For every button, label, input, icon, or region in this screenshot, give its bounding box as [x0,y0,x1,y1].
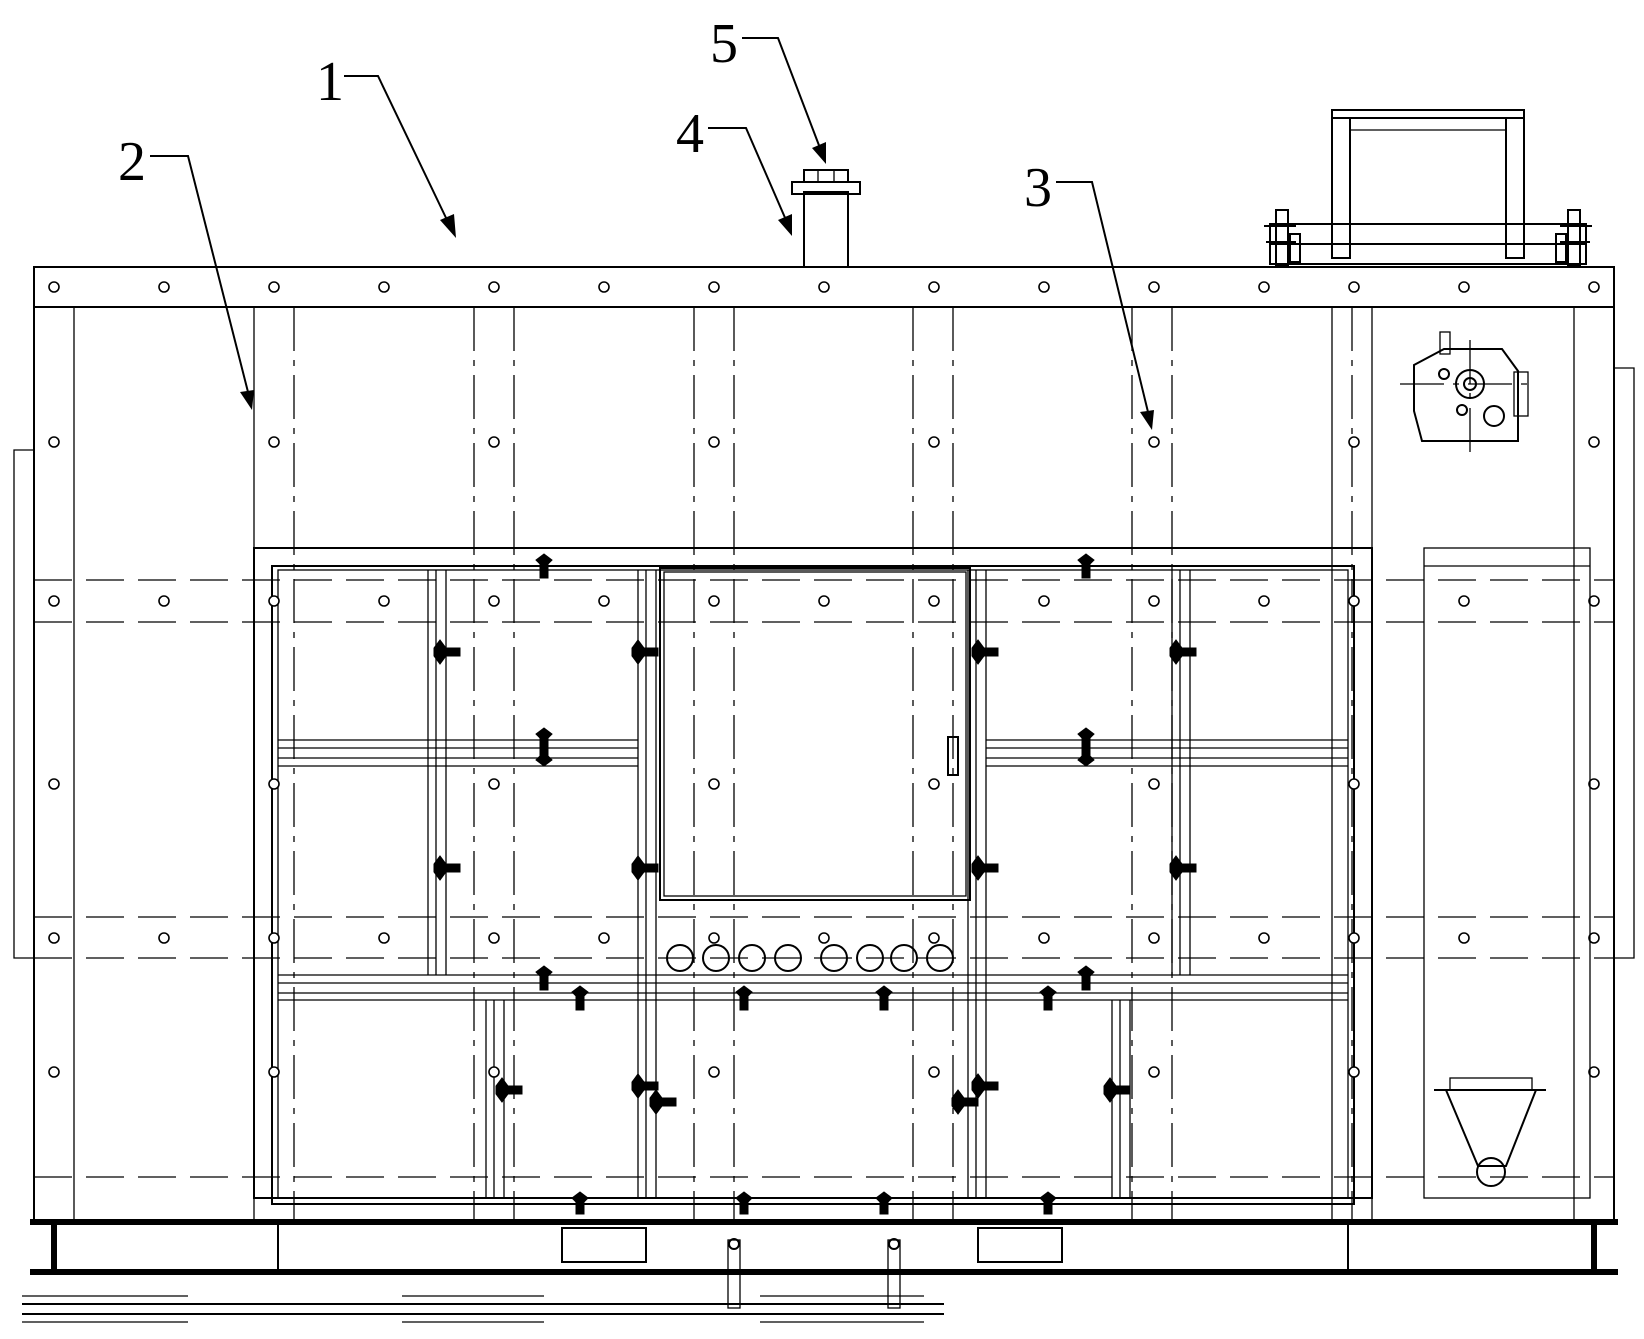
bolt-holes [48,281,1600,1078]
callout-2: 2 [118,131,146,193]
callouts: 1 2 3 4 5 [118,13,1154,430]
centre-door [659,567,971,901]
inner-frame [253,547,1373,1205]
motor-unit [1400,331,1530,454]
cabinet-body [13,266,1635,1223]
callout-5: 5 [710,13,738,75]
hopper [1444,1089,1538,1167]
hopper-outlet [1476,1157,1506,1187]
right-handle [1614,367,1635,959]
base-skid [22,1219,1618,1323]
callout-1: 1 [316,51,344,113]
left-handle [13,449,34,959]
right-panel [1423,547,1591,1199]
clamps [433,553,1197,1215]
tube-row [666,944,954,972]
top-stand [1264,109,1592,267]
callout-3: 3 [1024,157,1052,219]
chimney [791,169,861,268]
callout-4: 4 [676,103,704,165]
door-handle [947,736,959,776]
